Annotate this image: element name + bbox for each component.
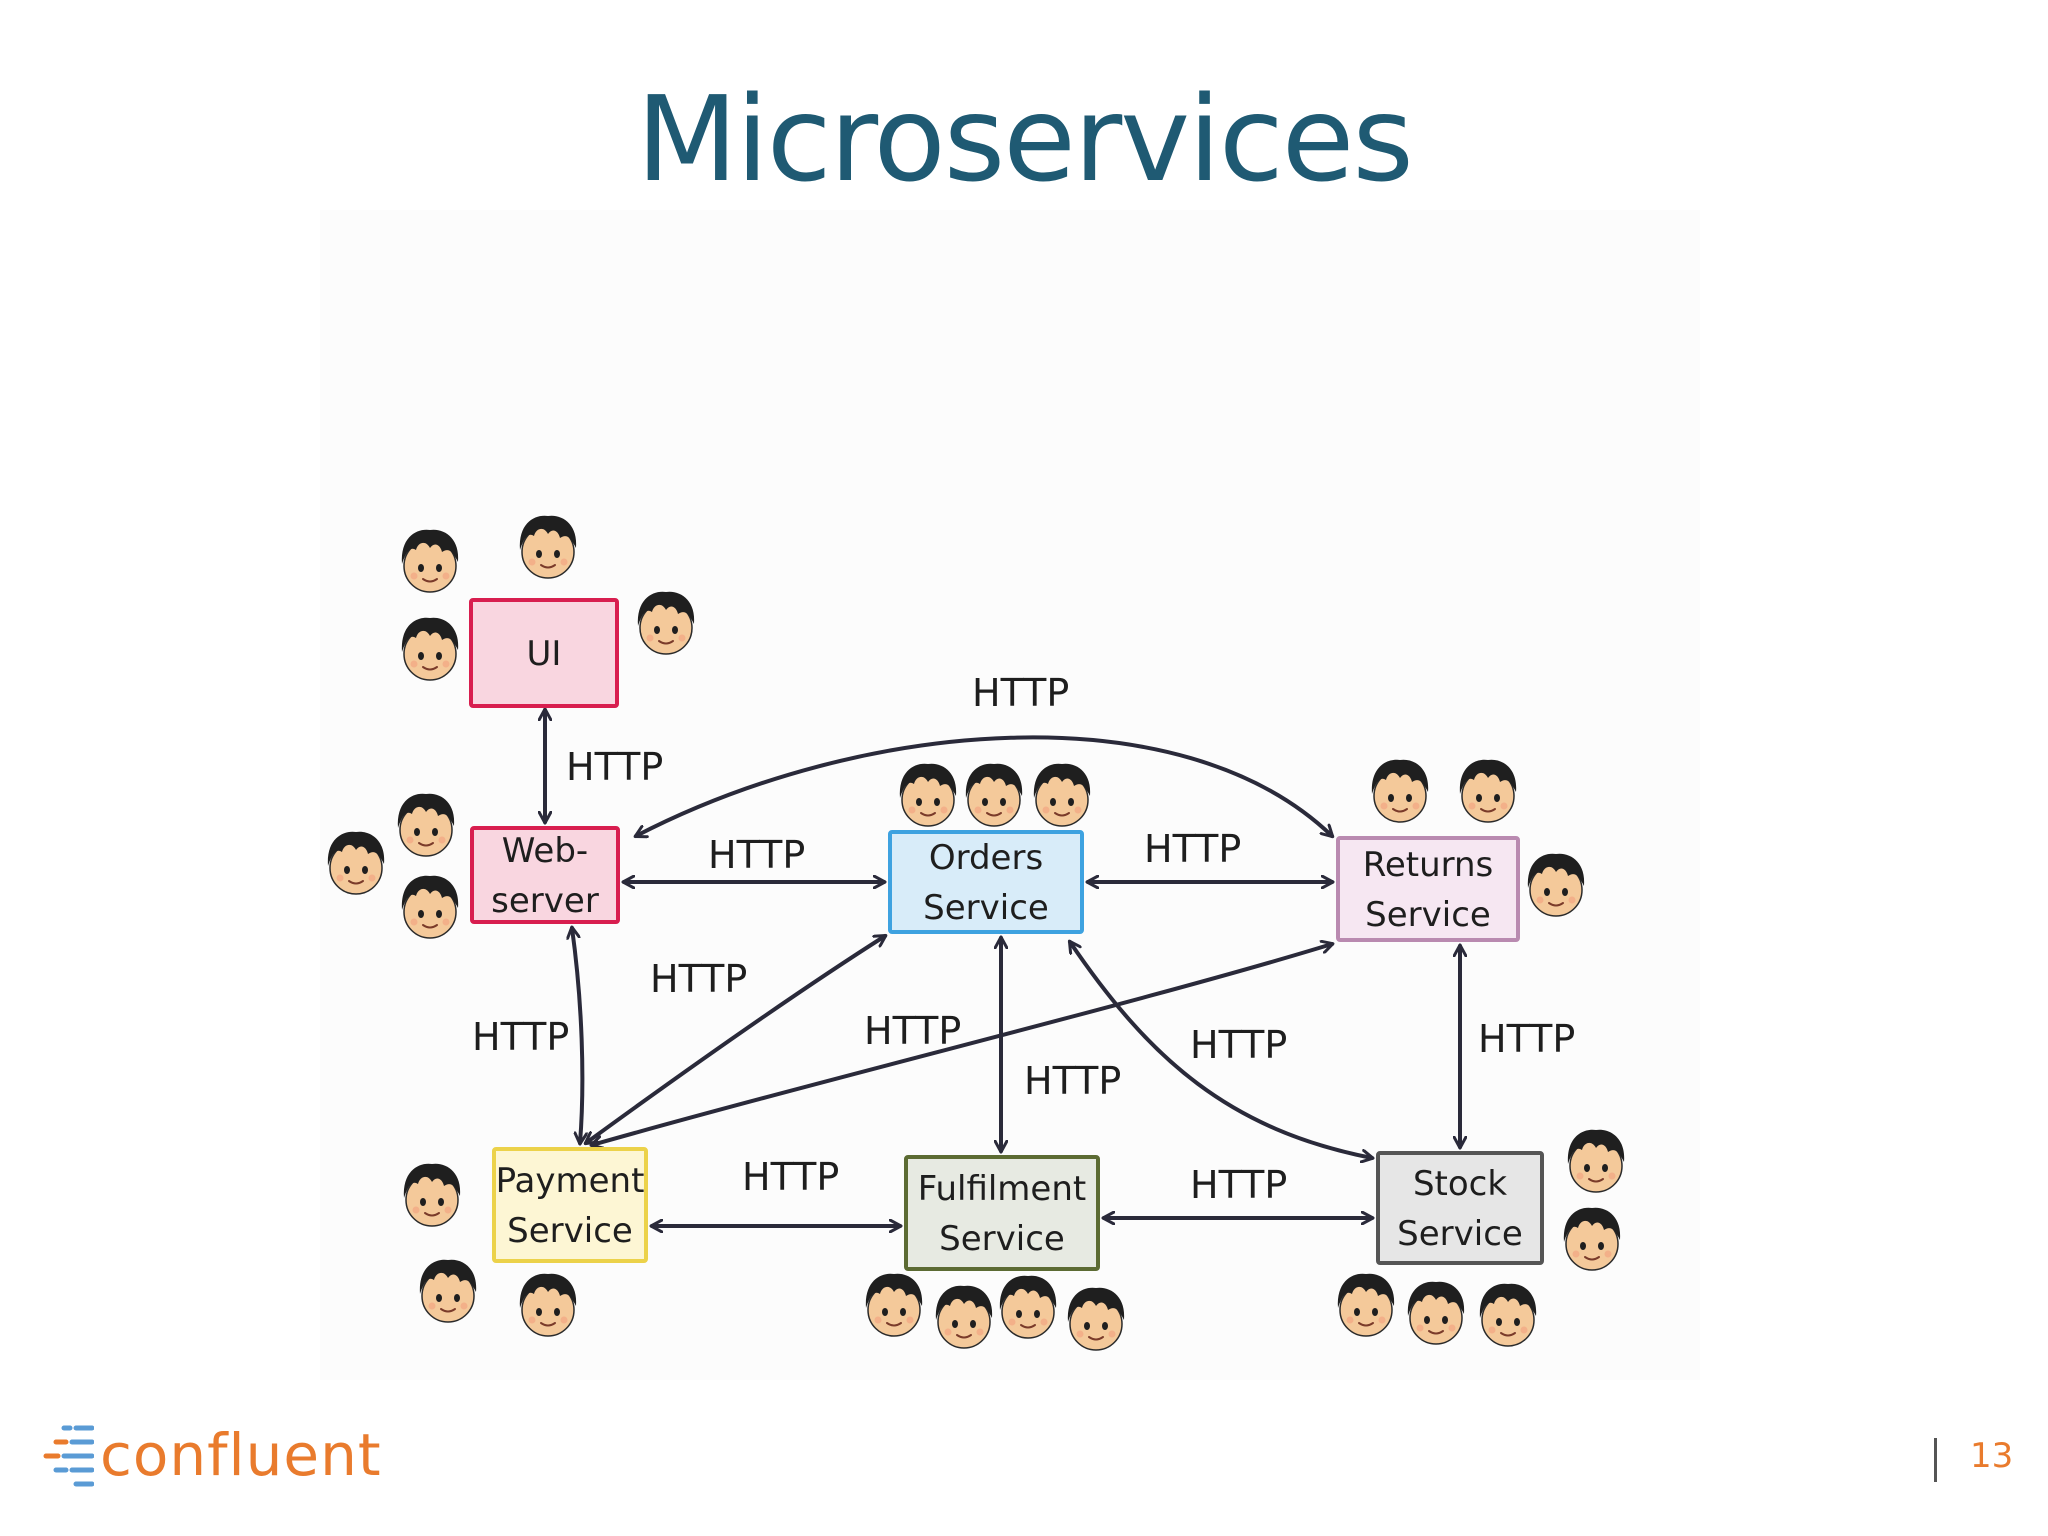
edge-label-payment-fulfilment: HTTP (742, 1155, 839, 1199)
developer-face-icon (326, 830, 386, 895)
node-label-fulfilment-0: Fulfilment (918, 1169, 1086, 1209)
node-box-webserver (470, 826, 620, 924)
edge-label-ui-webserver: HTTP (566, 745, 663, 789)
edge-label-orders-fulfilment: HTTP (1024, 1059, 1121, 1103)
node-box-returns (1336, 836, 1520, 942)
confluent-logo: confluent (42, 1420, 382, 1490)
node-box-payment (492, 1147, 648, 1263)
node-label-orders-0: Orders (929, 838, 1043, 878)
developer-face-icon (396, 792, 456, 857)
developer-face-icon (400, 528, 460, 593)
node-label-stock-0: Stock (1413, 1164, 1507, 1204)
developer-face-icon (898, 762, 958, 827)
node-label-fulfilment-1: Service (939, 1219, 1065, 1259)
edges-layer: HTTP HTTP HTTP HTTP HTTP HTTP HTTP HTTP HTTP HTTP… (472, 671, 1575, 1226)
developer-face-icon (1526, 852, 1586, 917)
edge-label-returns-stock: HTTP (1478, 1017, 1575, 1061)
edge-label-webserver-payment: HTTP (472, 1015, 569, 1059)
developer-face-icon (964, 762, 1024, 827)
node-box-orders (888, 830, 1084, 934)
edge-label-orders-returns: HTTP (1144, 827, 1241, 871)
developer-face-icon (400, 874, 460, 939)
edge-label-webserver-returns: HTTP (972, 671, 1069, 715)
node-label-stock-1: Service (1397, 1214, 1523, 1254)
developer-face-icon (1370, 758, 1430, 823)
developer-face-icon (934, 1284, 994, 1349)
node-label-webserver-1: server (491, 881, 599, 921)
confluent-mark-icon (43, 1425, 94, 1487)
developer-face-icon (1562, 1206, 1622, 1271)
edge-label-fulfilment-stock: HTTP (1190, 1163, 1287, 1207)
node-label-webserver-0: Web- (502, 831, 588, 871)
node-label-returns-0: Returns (1363, 845, 1494, 885)
developer-face-icon (1478, 1282, 1538, 1347)
page-separator (1934, 1438, 1937, 1482)
developer-face-icon (418, 1258, 478, 1323)
developer-face-icon (998, 1274, 1058, 1339)
brand-name: confluent (100, 1421, 382, 1489)
node-label-returns-1: Service (1365, 895, 1491, 935)
edge-orders-stock (1070, 942, 1372, 1158)
developer-face-icon (636, 590, 696, 655)
node-label-payment-1: Service (507, 1211, 633, 1251)
developer-face-icon (400, 616, 460, 681)
developer-face-icon (518, 1272, 578, 1337)
nodes-layer: UIWeb-serverOrdersServiceReturnsServiceP… (469, 598, 1544, 1271)
edge-label-payment-orders: HTTP (650, 957, 747, 1001)
edge-label-webserver-orders: HTTP (708, 833, 805, 877)
developer-face-icon (1336, 1272, 1396, 1337)
developer-face-icon (1032, 762, 1092, 827)
developer-face-icon (518, 514, 578, 579)
edge-label-orders-stock: HTTP (1190, 1023, 1287, 1067)
node-box-ui (469, 598, 619, 708)
node-ui: UI (469, 598, 619, 708)
edge-label-payment-returns: HTTP (864, 1009, 961, 1053)
developer-face-icon (402, 1162, 462, 1227)
developer-face-icon (1458, 758, 1518, 823)
edge-webserver-returns (636, 735, 1332, 836)
node-label-orders-1: Service (923, 888, 1049, 928)
developer-face-icon (1406, 1280, 1466, 1345)
node-webserver: Web-server (470, 826, 620, 924)
edge-webserver-payment (572, 928, 582, 1143)
node-box-stock (1376, 1151, 1544, 1265)
developer-face-icon (1566, 1128, 1626, 1193)
node-label-payment-0: Payment (496, 1161, 645, 1201)
developer-face-icon (1066, 1286, 1126, 1351)
slide-title: Microservices (636, 70, 1414, 208)
node-box-fulfilment (904, 1155, 1100, 1271)
page-number: 13 (1970, 1436, 2014, 1476)
node-label-ui-0: UI (527, 634, 562, 674)
developer-face-icon (864, 1272, 924, 1337)
